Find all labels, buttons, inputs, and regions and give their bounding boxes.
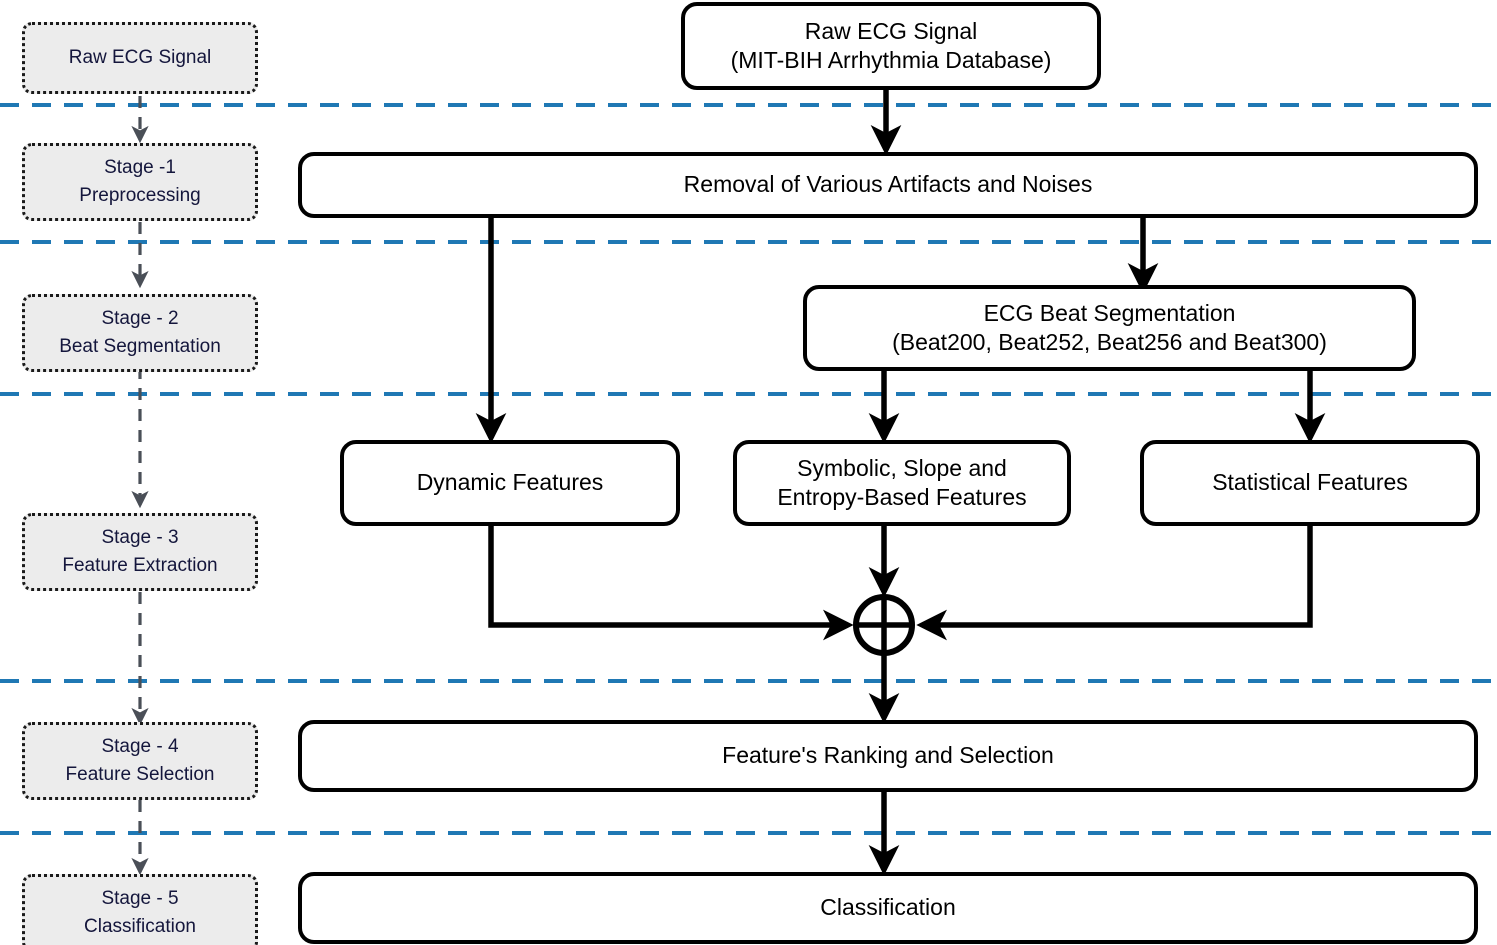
- node-feature-selection[interactable]: Feature's Ranking and Selection: [298, 720, 1478, 792]
- legend-stage-1-box[interactable]: Stage -1 Preprocessing: [22, 143, 258, 221]
- legend-stage-5-name: Classification: [84, 916, 196, 937]
- node-classification[interactable]: Classification: [298, 872, 1478, 944]
- legend-source-box[interactable]: Raw ECG Signal: [22, 22, 258, 94]
- legend-stage-2-box[interactable]: Stage - 2 Beat Segmentation: [22, 294, 258, 372]
- node-classification-line1: Classification: [820, 894, 956, 921]
- node-raw-ecg-signal-line2: (MIT-BIH Arrhythmia Database): [730, 47, 1052, 73]
- legend-stage-4-title: Stage - 4: [101, 735, 179, 757]
- node-beat-segmentation-line1: ECG Beat Segmentation: [983, 299, 1236, 326]
- node-statistical-features-line1: Statistical Features: [1212, 469, 1408, 496]
- connector-statistical-to-fusion: [916, 526, 1313, 641]
- stage-divider-group: [0, 103, 1497, 835]
- legend-stage-4-name: Feature Selection: [65, 764, 215, 785]
- legend-stage-3-name: Feature Extraction: [62, 555, 218, 576]
- main-flow-group: [475, 90, 1326, 876]
- node-symbolic-features-line1: Symbolic, Slope and: [797, 454, 1007, 481]
- legend-stage-3-title: Stage - 3: [101, 526, 179, 548]
- legend-stage-1-name: Preprocessing: [79, 185, 201, 206]
- node-preprocessing[interactable]: Removal of Various Artifacts and Noises: [298, 152, 1478, 218]
- node-beat-segmentation[interactable]: ECG Beat Segmentation (Beat200, Beat252,…: [803, 285, 1416, 371]
- legend-stage-2-title: Stage - 2: [101, 307, 179, 329]
- fusion-junction-icon: [853, 594, 915, 656]
- legend-stage-4-box[interactable]: Stage - 4 Feature Selection: [22, 722, 258, 800]
- node-dynamic-features[interactable]: Dynamic Features: [340, 440, 680, 526]
- node-preprocessing-line1: Removal of Various Artifacts and Noises: [683, 171, 1093, 198]
- node-beat-segmentation-line2: (Beat200, Beat252, Beat256 and Beat300): [892, 329, 1327, 355]
- node-feature-selection-line1: Feature's Ranking and Selection: [722, 742, 1054, 769]
- node-raw-ecg-signal[interactable]: Raw ECG Signal (MIT-BIH Arrhythmia Datab…: [681, 2, 1101, 90]
- node-raw-ecg-signal-line1: Raw ECG Signal: [804, 17, 978, 44]
- legend-stage-5-box[interactable]: Stage - 5 Classification: [22, 874, 258, 945]
- legend-stage-1-title: Stage -1: [104, 156, 176, 178]
- legend-source-label: Raw ECG Signal: [68, 46, 212, 68]
- node-symbolic-features[interactable]: Symbolic, Slope and Entropy-Based Featur…: [733, 440, 1071, 526]
- node-dynamic-features-line1: Dynamic Features: [416, 469, 604, 496]
- node-statistical-features[interactable]: Statistical Features: [1140, 440, 1480, 526]
- connector-dynamic-to-fusion: [488, 526, 854, 641]
- legend-stage-2-name: Beat Segmentation: [59, 336, 221, 357]
- legend-stage-5-title: Stage - 5: [101, 887, 179, 909]
- node-symbolic-features-line2: Entropy-Based Features: [777, 484, 1027, 510]
- legend-stage-3-box[interactable]: Stage - 3 Feature Extraction: [22, 513, 258, 591]
